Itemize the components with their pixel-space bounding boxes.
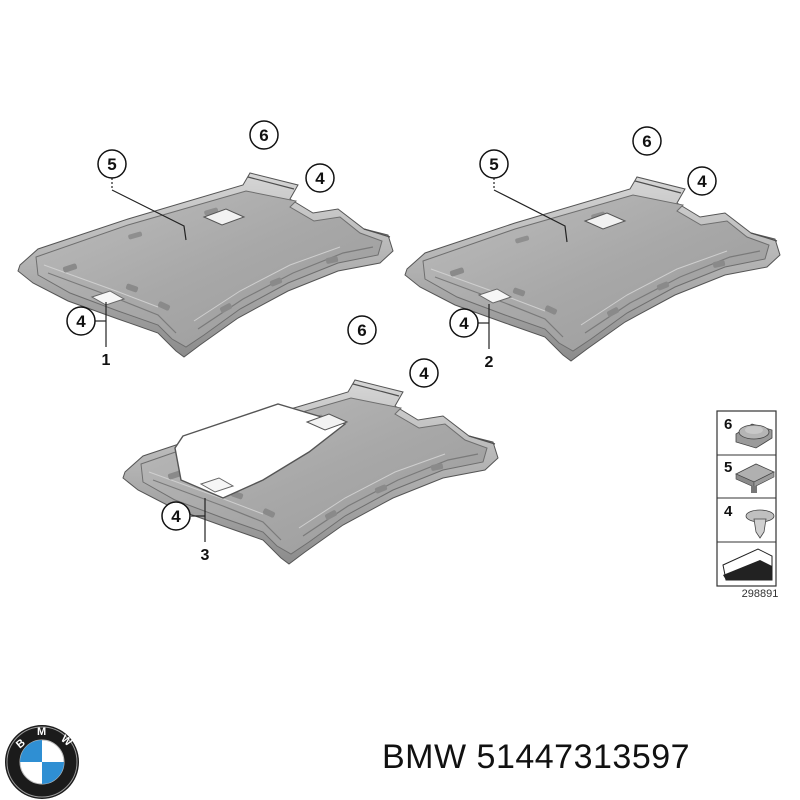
- legend-item-5: 5: [724, 459, 775, 493]
- callout-a6: 6: [249, 120, 279, 150]
- svg-text:5: 5: [107, 155, 116, 174]
- svg-text:M: M: [37, 726, 46, 738]
- legend-item-4: 4: [724, 503, 775, 539]
- svg-text:5: 5: [724, 459, 732, 476]
- svg-text:4: 4: [76, 312, 86, 331]
- svg-text:6: 6: [724, 416, 732, 433]
- part-label-3: 3: [201, 547, 210, 564]
- part-number: 51447313597: [476, 738, 691, 776]
- svg-text:4: 4: [315, 169, 325, 188]
- legend-arrow-symbol: [722, 548, 773, 581]
- part-label-2: 2: [485, 354, 494, 371]
- svg-text:5: 5: [489, 155, 498, 174]
- svg-text:6: 6: [642, 132, 651, 151]
- svg-text:4: 4: [419, 364, 429, 383]
- callout-c4-bottom: 4: [161, 501, 191, 531]
- svg-text:4: 4: [724, 503, 733, 520]
- svg-text:6: 6: [259, 126, 268, 145]
- svg-text:4: 4: [171, 507, 181, 526]
- callout-a4-top: 4: [305, 163, 335, 193]
- brand-name: BMW: [382, 738, 467, 776]
- callout-a4-bottom: 4: [66, 306, 96, 336]
- legend: 6 5 4: [716, 410, 777, 587]
- svg-text:6: 6: [357, 321, 366, 340]
- part-caption: BMW 51447313597: [382, 738, 792, 777]
- leader-lines: [95, 178, 568, 542]
- bmw-logo: B M W: [5, 725, 79, 799]
- callout-b5: 5: [479, 149, 509, 179]
- svg-text:4: 4: [697, 172, 707, 191]
- callout-b6: 6: [632, 126, 662, 156]
- callout-b4-top: 4: [687, 166, 717, 196]
- svg-text:4: 4: [459, 314, 469, 333]
- diagram-code: 298891: [742, 588, 779, 600]
- part-label-1: 1: [102, 352, 111, 369]
- callout-b4-bottom: 4: [449, 308, 479, 338]
- callout-c4-top: 4: [409, 358, 439, 388]
- callout-c6: 6: [347, 315, 377, 345]
- callout-a5: 5: [97, 149, 127, 179]
- headliner-variant-3: [122, 379, 499, 565]
- legend-item-6: 6: [724, 416, 773, 449]
